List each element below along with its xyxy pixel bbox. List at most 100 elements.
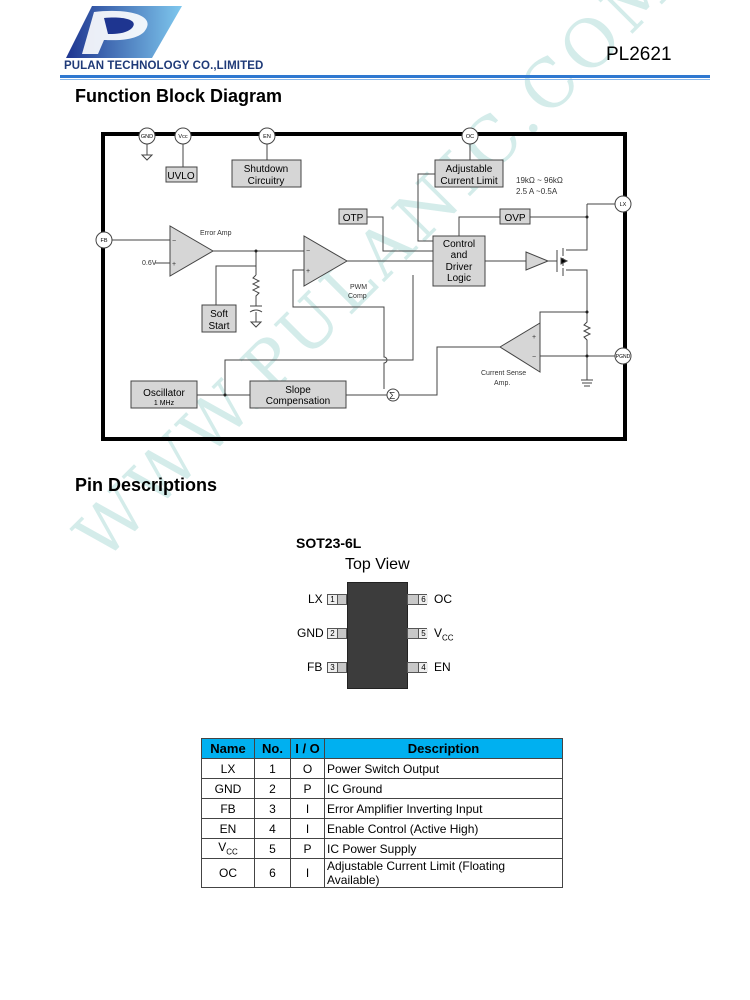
cell-description: Power Switch Output bbox=[324, 758, 563, 779]
cell-io: P bbox=[290, 838, 325, 859]
cell-io: I bbox=[290, 858, 325, 888]
control-block-line3: Driver bbox=[446, 262, 473, 273]
slope-block-line2: Compensation bbox=[266, 396, 330, 407]
current-range-label: 2.5 A ~0.5A bbox=[516, 187, 558, 196]
current-sense-label-1: Current Sense bbox=[481, 370, 526, 377]
soft-start-line1: Soft bbox=[210, 309, 228, 320]
cell-io: P bbox=[290, 778, 325, 799]
package-pin: 4 bbox=[407, 662, 428, 673]
pin-gnd bbox=[138, 127, 156, 145]
cell-no: 6 bbox=[254, 858, 291, 888]
section-title-pin-descriptions: Pin Descriptions bbox=[75, 475, 218, 495]
pin-label-oc: OC bbox=[466, 134, 474, 140]
current-sense-label-2: Amp. bbox=[494, 380, 510, 387]
pin-pgnd bbox=[614, 347, 632, 365]
cell-no: 4 bbox=[254, 818, 291, 839]
shutdown-block-line2: Circuitry bbox=[248, 176, 285, 187]
cell-io: I bbox=[290, 798, 325, 819]
cell-name: OC bbox=[201, 858, 255, 888]
minus-sign: − bbox=[306, 248, 310, 255]
pin-lx bbox=[614, 195, 632, 213]
cell-description: IC Power Supply bbox=[324, 838, 563, 859]
column-header-io: I / O bbox=[290, 738, 325, 759]
package-pin: 3 bbox=[327, 662, 347, 673]
current-limit-block-line2: Current Limit bbox=[440, 176, 497, 187]
plus-sign: + bbox=[532, 334, 536, 341]
uvlo-block: UVLO bbox=[167, 171, 194, 182]
pin-en bbox=[258, 127, 276, 145]
cell-no: 1 bbox=[254, 758, 291, 779]
function-block-diagram: GND Vcc EN OC LX FB PGND UVLO Shutdown C… bbox=[95, 127, 632, 441]
control-block-line4: Logic bbox=[447, 273, 471, 284]
slope-block-line1: Slope bbox=[285, 385, 311, 396]
minus-sign: − bbox=[532, 354, 536, 361]
package-pin: 1 bbox=[327, 594, 347, 605]
package-view-label: Top View bbox=[345, 556, 410, 573]
pwm-label-1: PWM bbox=[350, 284, 367, 291]
reference-voltage-label: 0.6V bbox=[142, 260, 157, 267]
table-header-row: Name No. I / O Description bbox=[201, 738, 563, 759]
pwm-label-2: Comp bbox=[348, 293, 367, 300]
plus-sign: + bbox=[306, 268, 310, 275]
pin-oc bbox=[461, 127, 479, 145]
current-limit-block-line1: Adjustable bbox=[446, 164, 493, 175]
summing-junction-icon: Σ bbox=[389, 391, 395, 402]
column-header-no: No. bbox=[254, 738, 291, 759]
cell-description: Error Amplifier Inverting Input bbox=[324, 798, 563, 819]
cell-io: I bbox=[290, 818, 325, 839]
pin-label-en: EN bbox=[263, 134, 271, 140]
pin-label-fb: FB bbox=[100, 238, 107, 244]
otp-block: OTP bbox=[343, 213, 364, 224]
cell-name: FB bbox=[201, 798, 255, 819]
ovp-block: OVP bbox=[504, 213, 525, 224]
company-logo bbox=[66, 6, 182, 58]
package-body bbox=[347, 582, 408, 689]
control-block-line2: and bbox=[451, 250, 468, 261]
package-pin-label: VCC bbox=[434, 626, 454, 643]
soft-start-line2: Start bbox=[208, 321, 229, 332]
part-number: PL2621 bbox=[606, 44, 672, 65]
header-rule bbox=[60, 75, 710, 78]
oscillator-block: Oscillator bbox=[143, 388, 185, 399]
error-amp-label: Error Amp bbox=[200, 230, 232, 237]
package-pin-label: LX bbox=[308, 592, 323, 606]
package-pin-label: FB bbox=[307, 660, 323, 674]
cell-description: Enable Control (Active High) bbox=[324, 818, 563, 839]
column-header-name: Name bbox=[201, 738, 255, 759]
package-name: SOT23-6L bbox=[296, 535, 362, 551]
minus-sign: − bbox=[172, 238, 176, 245]
pin-label-vcc: Vcc bbox=[178, 134, 187, 140]
cell-name: GND bbox=[201, 778, 255, 799]
cell-name: VCC bbox=[201, 838, 255, 859]
pin-label-lx: LX bbox=[620, 202, 627, 208]
oscillator-frequency: 1 MHz bbox=[154, 400, 175, 407]
pin-label-gnd: GND bbox=[141, 134, 153, 140]
cell-name: LX bbox=[201, 758, 255, 779]
pin-vcc bbox=[174, 127, 192, 145]
column-header-description: Description bbox=[324, 738, 563, 759]
shutdown-block-line1: Shutdown bbox=[244, 164, 288, 175]
pin-label-pgnd: PGND bbox=[616, 354, 631, 360]
pin-fb bbox=[95, 231, 113, 249]
plus-sign: + bbox=[172, 261, 176, 268]
cell-no: 5 bbox=[254, 838, 291, 859]
control-block-line1: Control bbox=[443, 239, 475, 250]
package-pin: 5 bbox=[407, 628, 428, 639]
package-pin: 2 bbox=[327, 628, 347, 639]
section-title-block-diagram: Function Block Diagram bbox=[75, 86, 283, 106]
cell-description: Adjustable Current Limit (Floating Avail… bbox=[324, 858, 563, 888]
cell-name: EN bbox=[201, 818, 255, 839]
cell-no: 3 bbox=[254, 798, 291, 819]
header-rule-thin bbox=[60, 79, 710, 80]
chip-outline bbox=[101, 132, 627, 441]
package-pin-label: OC bbox=[434, 592, 452, 606]
cell-io: O bbox=[290, 758, 325, 779]
cell-description: IC Ground bbox=[324, 778, 563, 799]
